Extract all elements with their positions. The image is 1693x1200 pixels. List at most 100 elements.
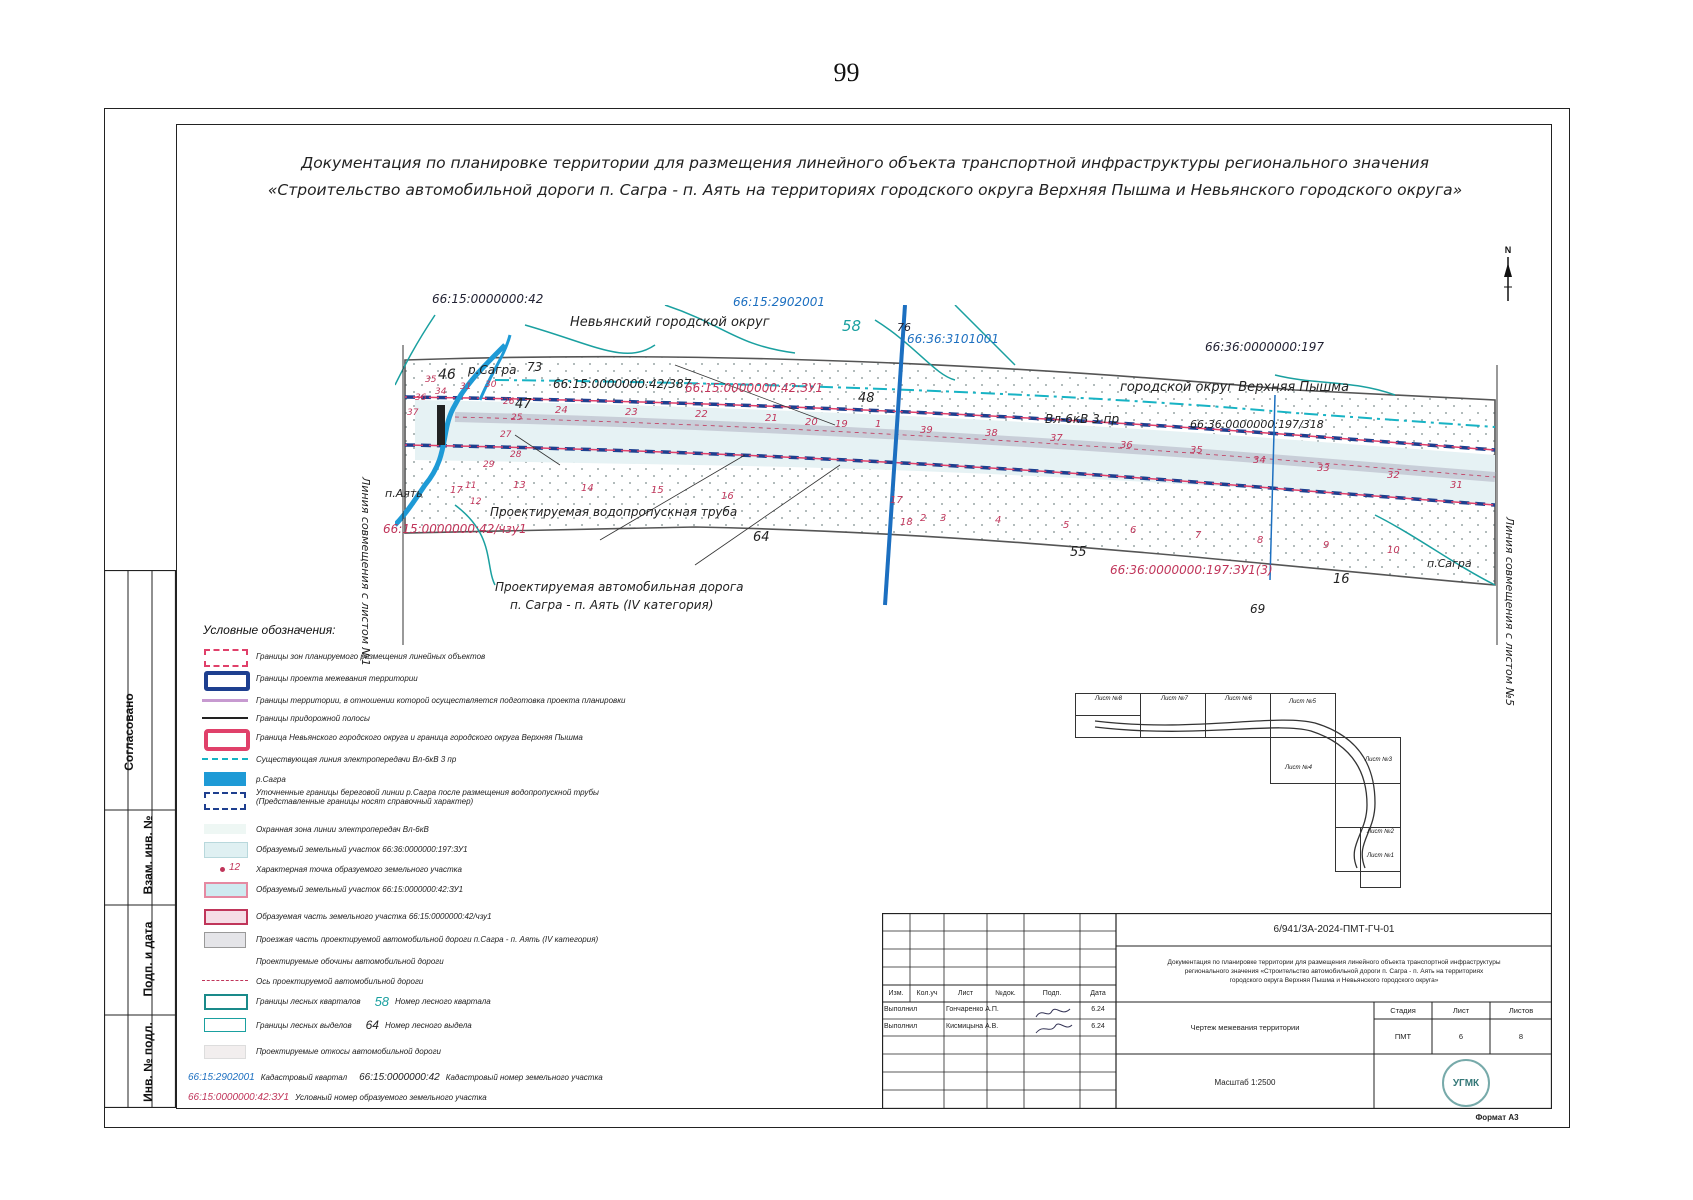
point-number: 15 xyxy=(651,485,664,496)
legend-item: Границы придорожной полосы xyxy=(200,707,370,729)
label-zu1-197: 66:36:0000000:197:ЗУ1(3) xyxy=(1110,563,1273,577)
legend-sample-axis xyxy=(200,972,250,990)
tb-sheet-value: 6 xyxy=(1458,1032,1464,1041)
document-title: Документация по планировке территории дл… xyxy=(200,150,1530,204)
key-sheet-label: Лист №3 xyxy=(1365,757,1392,763)
point-number: 17 xyxy=(890,495,903,506)
point-number: 39 xyxy=(920,425,933,436)
forest-line-6 xyxy=(1274,374,1396,396)
north-arrow-icon xyxy=(1504,257,1512,301)
forest-division-boundary xyxy=(1269,394,1276,581)
label-num-46: 46 xyxy=(438,367,456,383)
point-number: 23 xyxy=(625,407,638,418)
point-number: 22 xyxy=(695,409,708,420)
point-number: 26 xyxy=(503,397,515,407)
tb-col-data: Дата xyxy=(1090,990,1106,997)
stamp-vzam-inv: Взам. инв. № xyxy=(141,815,155,895)
point-number: 18 xyxy=(900,517,913,528)
label-forest-48: 48 xyxy=(858,391,875,406)
legend-item: Охранная зона линии электропередач Вл-6к… xyxy=(200,818,429,840)
key-sheet-label: Лист №4 xyxy=(1285,765,1312,771)
point-number: 2 xyxy=(920,513,927,524)
point-number: 29 xyxy=(483,460,495,470)
point-number: 20 xyxy=(805,417,818,428)
point-number: 13 xyxy=(513,480,526,491)
legend-item: 12 Характерная точка образуемого земельн… xyxy=(200,858,462,880)
tb-stage-value: ПМТ xyxy=(1394,1032,1412,1041)
point-number: 9 xyxy=(1323,540,1330,551)
legend-item: р.Сагра xyxy=(200,768,286,790)
legend-item: Граница Невьянского городского округа и … xyxy=(200,726,583,751)
legend-item: Границы лесных кварталов 58 Номер лесног… xyxy=(200,990,491,1012)
label-cad-197: 66:36:0000000:197 xyxy=(1205,340,1325,354)
point-number: 33 xyxy=(1317,463,1330,474)
point-number: 10 xyxy=(1387,545,1400,556)
label-num-73: 73 xyxy=(527,360,543,374)
tb-col-izm: Изм. xyxy=(888,990,904,997)
tb-col-podp: Подп. xyxy=(1042,990,1062,997)
legend-sample-mezhevanie xyxy=(200,669,250,691)
legend-item: 66:15:0000000:42:ЗУ1 Условный номер обра… xyxy=(188,1091,487,1103)
tb-sheets-value: 8 xyxy=(1518,1032,1524,1041)
legend-item: Границы проекта межевания территории xyxy=(200,667,418,691)
legend-item: Существующая линия электропередачи Вл-6к… xyxy=(200,748,456,770)
point-number: 5 xyxy=(1063,520,1070,531)
label-forest-55: 55 xyxy=(1070,545,1087,560)
point-number: 30 xyxy=(485,380,497,390)
label-vl-6kv: Вл-6кВ 3 пр xyxy=(1045,412,1120,426)
map-drawing xyxy=(395,305,1498,645)
legend-item: Образуемый земельный участок 66:36:00000… xyxy=(200,838,468,860)
side-stamp-grid xyxy=(104,570,176,1108)
point-number: 7 xyxy=(1195,530,1202,541)
legend-sample-shoulders xyxy=(200,952,250,970)
stamp-inv-podl: Инв. № подл. xyxy=(141,1022,155,1102)
key-map-grid xyxy=(1075,693,1401,888)
point-number: 31 xyxy=(460,382,472,392)
tb-description: Документация по планировке территории дл… xyxy=(1167,959,1501,984)
key-sheet-label: Лист №8 xyxy=(1095,696,1122,702)
label-cad-42-top: 66:15:0000000:42 xyxy=(432,292,544,306)
legend-sample-zu1-42 xyxy=(200,880,250,898)
label-nevyansk: Невьянский городской округ xyxy=(570,315,770,330)
label-num-76: 76 xyxy=(897,321,911,334)
legend-sample-zone xyxy=(200,647,250,667)
label-cad-42-387: 66:15:0000000:42/387 xyxy=(553,377,692,391)
company-logo: УГМК xyxy=(1442,1059,1490,1107)
tb-format: Формат А3 xyxy=(1475,1113,1519,1122)
point-number: 3 xyxy=(940,513,947,524)
point-number: 16 xyxy=(721,491,734,502)
legend-item: Границы территории, в отношении которой … xyxy=(200,689,625,711)
legend-sample-zu1-197 xyxy=(200,840,250,858)
label-zu1-42: 66:15:0000000:42:ЗУ1 xyxy=(685,381,824,395)
key-sheet-label: Лист №1 xyxy=(1367,853,1394,859)
legend-sample-power-line xyxy=(200,750,250,768)
tb-row1-role: Выполнил xyxy=(884,1006,918,1013)
legend-item: Проектируемые обочины автомобильной доро… xyxy=(200,950,444,972)
road-axis xyxy=(454,416,1496,478)
tb-col-ndok: №док. xyxy=(995,990,1016,997)
legend-item: 66:15:2902001 Кадастровый квартал 66:15:… xyxy=(188,1071,603,1083)
legend-title: Условные обозначения: xyxy=(203,623,336,637)
point-number: 32 xyxy=(1387,470,1400,481)
legend-sample-shoreline xyxy=(200,788,250,810)
point-number: 25 xyxy=(511,413,523,423)
label-num-69: 69 xyxy=(1250,602,1266,616)
legend-sample-chzu1 xyxy=(200,907,250,925)
key-sheet-label: Лист №2 xyxy=(1367,829,1394,835)
label-chzu1: 66:15:0000000:42/чзу1 xyxy=(383,522,527,536)
point-number: 17 xyxy=(450,485,463,496)
legend-sample-slopes xyxy=(200,1042,250,1060)
point-number: 36 xyxy=(415,393,427,403)
legend-sample-roadside xyxy=(200,709,250,727)
forest-line-1 xyxy=(395,314,436,386)
legend-item: Уточненные границы береговой линии р.Саг… xyxy=(200,788,599,818)
point-number: 28 xyxy=(510,450,522,460)
point-number: 27 xyxy=(500,430,512,440)
point-number: 37 xyxy=(407,408,419,418)
legend-sample-forest-division xyxy=(200,1016,250,1034)
label-road-line1: Проектируемая автомобильная дорога xyxy=(495,580,744,594)
label-culvert: Проектируемая водопропускная труба xyxy=(490,505,738,519)
legend-sample-territory xyxy=(200,691,250,709)
legend-item: Проезжая часть проектируемой автомобильн… xyxy=(200,928,598,950)
point-number: 24 xyxy=(555,405,568,416)
